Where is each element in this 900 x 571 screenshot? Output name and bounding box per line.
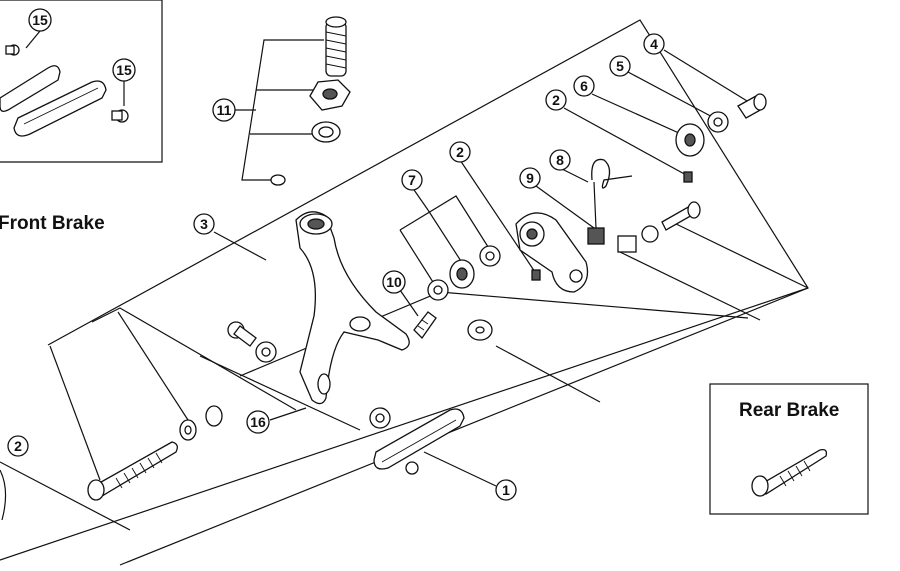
second-caliper-arm-icon	[515, 212, 589, 293]
mounting-bolt-icon	[87, 441, 178, 501]
svg-text:2: 2	[552, 92, 560, 108]
svg-text:3: 3	[200, 216, 208, 232]
shoe-screw-icon	[111, 109, 129, 123]
svg-text:5: 5	[616, 58, 624, 74]
svg-text:10: 10	[386, 274, 402, 290]
callout-7: 7	[401, 169, 423, 191]
pivot-washers-icon	[427, 245, 501, 301]
callout-3: 3	[193, 213, 215, 235]
svg-text:4: 4	[650, 36, 658, 52]
callout-15-top: 15	[28, 8, 52, 32]
edge-part-icon	[0, 469, 7, 521]
callout-4: 4	[643, 33, 665, 55]
callout-11: 11	[212, 98, 236, 122]
svg-text:15: 15	[32, 12, 48, 28]
left-collar-icon	[205, 405, 223, 427]
brake-shoe-icon	[373, 408, 465, 475]
set-screw-icon	[531, 269, 541, 281]
washer-icon	[467, 319, 493, 341]
shoe-fixing-bolt-icon	[227, 321, 257, 347]
svg-text:9: 9	[526, 170, 534, 186]
callout-2-right: 2	[545, 89, 567, 111]
callout-8: 8	[549, 149, 571, 171]
barrel-adjuster-icon	[325, 16, 347, 77]
shoe-spacer-icon	[369, 407, 391, 429]
adjust-nut-icon	[675, 123, 705, 157]
rear-brake-label: Rear Brake	[739, 400, 839, 421]
adjust-screw-icon	[413, 311, 437, 340]
small-washer-icon	[270, 174, 286, 186]
washer-5-icon	[707, 111, 729, 133]
return-spring-icon	[591, 158, 633, 229]
sleeve-nut-icon	[737, 93, 767, 119]
cable-bushing-icon	[311, 121, 341, 143]
leader-15-top	[25, 30, 41, 49]
rear-fixing-bolt-icon	[751, 448, 828, 497]
svg-text:1: 1	[502, 482, 510, 498]
svg-text:15: 15	[116, 62, 132, 78]
left-washer-icon	[179, 419, 197, 441]
callout-2-center: 2	[449, 141, 471, 163]
svg-text:2: 2	[14, 438, 22, 454]
callout-2-lower-left: 2	[7, 435, 29, 457]
callout-10: 10	[382, 270, 406, 294]
shoe-washer-icon	[255, 341, 277, 363]
spring-block-icon	[587, 227, 605, 245]
svg-text:2: 2	[456, 144, 464, 160]
svg-text:8: 8	[556, 152, 564, 168]
callout-9: 9	[519, 167, 541, 189]
svg-text:6: 6	[580, 78, 588, 94]
right-collar-icon	[617, 225, 659, 253]
callout-1: 1	[495, 479, 517, 501]
callout-5: 5	[609, 55, 631, 77]
caliper-arm-icon	[295, 211, 410, 405]
svg-text:11: 11	[217, 102, 232, 118]
assembly-outline	[0, 19, 809, 566]
svg-text:16: 16	[250, 414, 266, 430]
callout-15-right: 15	[112, 58, 136, 82]
right-bolt-icon	[661, 201, 701, 231]
callout-6: 6	[573, 75, 595, 97]
lock-nut-icon	[309, 79, 351, 111]
front-brake-label: Front Brake	[0, 213, 105, 234]
callout-16: 16	[246, 410, 270, 434]
small-set-screw-icon	[683, 171, 693, 183]
svg-text:7: 7	[408, 172, 416, 188]
brake-shoe-inset	[0, 0, 163, 163]
leader-lines	[49, 39, 809, 487]
shoe-screw-icon	[5, 44, 20, 56]
rear-brake-box: Rear Brake	[709, 383, 869, 515]
